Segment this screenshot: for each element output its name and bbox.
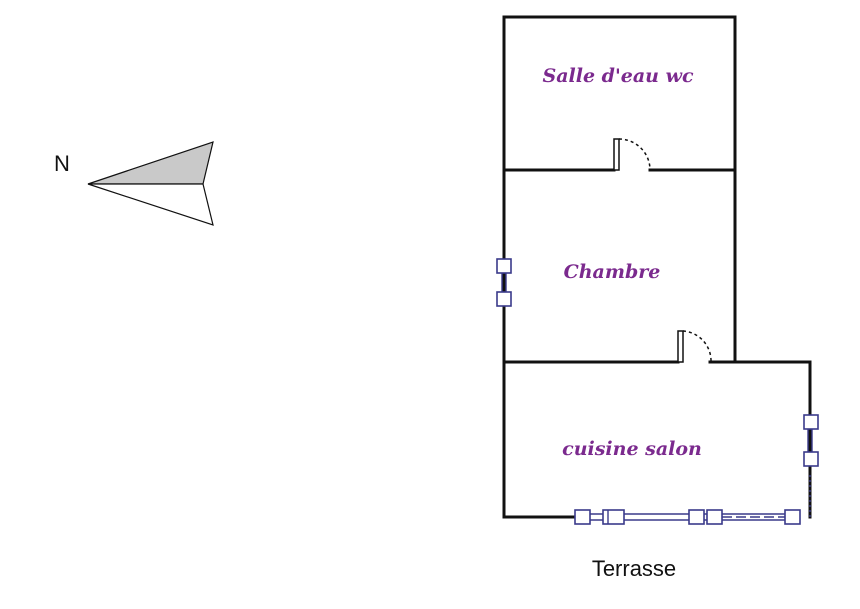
room-label-living: cuisine salon: [562, 438, 702, 460]
window-bedroom: [496, 258, 512, 307]
terrace-label: Terrasse: [592, 556, 676, 581]
door-bathroom-leaf: [613, 138, 620, 171]
door-bedroom: [677, 330, 712, 363]
window-bedroom-top-frame: [496, 258, 512, 274]
bay-frame-1: [574, 509, 591, 525]
window-living-right-top-frame: [803, 414, 819, 430]
compass-arrow-shaded: [87, 141, 214, 185]
window-living-right: [803, 414, 819, 517]
compass: N: [54, 141, 214, 226]
bay-frame-3: [688, 509, 705, 525]
window-living-right-bottom-frame: [803, 451, 819, 467]
wall-bathroom: [502, 15, 737, 364]
room-label-bathroom: Salle d'eau wc: [542, 65, 693, 87]
compass-north-label: N: [54, 151, 70, 176]
door-bathroom: [613, 138, 651, 171]
bay-frame-2: [602, 509, 625, 525]
bay-frame-5: [784, 509, 801, 525]
door-bedroom-swing: [682, 330, 712, 363]
room-label-bedroom: Chambre: [564, 261, 661, 283]
door-bedroom-leaf: [677, 330, 684, 363]
window-bedroom-bottom-frame: [496, 291, 512, 307]
compass-arrow-plain: [87, 183, 214, 226]
walls: [502, 15, 812, 519]
bay-window-bottom: [574, 509, 801, 525]
door-bathroom-swing: [618, 138, 651, 171]
bay-frame-4: [706, 509, 723, 525]
